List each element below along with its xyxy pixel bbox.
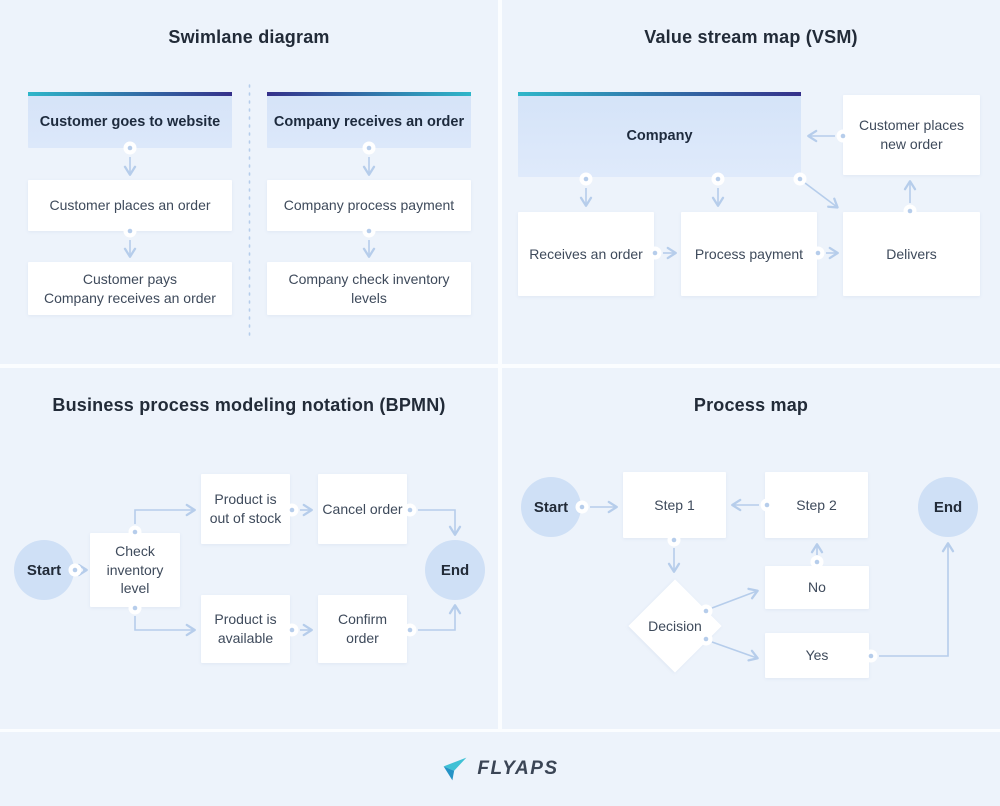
flyaps-brand-text: FLYAPS — [477, 758, 559, 779]
gradient-stripe — [28, 92, 232, 96]
process-map-quadrant: Process map Start Step 1 Step 2 Decision… — [502, 368, 1000, 729]
flyaps-logo-icon — [444, 757, 467, 781]
bpmn-title: Business process modeling notation (BPMN… — [52, 395, 446, 415]
swimlane-quadrant: Swimlane diagram Customer goes to websit… — [0, 0, 498, 364]
footer: FLYAPS — [0, 732, 1000, 806]
vsm-title: Value stream map (VSM) — [644, 27, 858, 47]
lane2-header-label: Company receives an order — [273, 113, 465, 130]
vsm-quadrant: Value stream map (VSM) Company Customer … — [502, 0, 1000, 364]
bpmn-out-of-stock-box: Product is out of stock — [201, 474, 290, 544]
gradient-stripe — [267, 92, 471, 96]
swimlane-step-box: Company process payment — [267, 180, 471, 231]
process-end-circle: End — [918, 477, 978, 537]
vsm-receives-box: Receives an order — [518, 212, 654, 296]
vsm-company-label: Company — [626, 128, 693, 144]
process-decision-label: Decision — [648, 618, 702, 634]
bpmn-available-box: Product is available — [201, 595, 290, 663]
process-no-box: No — [765, 566, 869, 609]
process-map-title: Process map — [693, 395, 809, 415]
bpmn-check-box: Check inventory level — [90, 533, 180, 607]
swimlane-step-box: Customer pays Company receives an order — [28, 262, 232, 315]
vsm-connectors — [579, 129, 917, 260]
bpmn-cancel-box: Cancel order — [318, 474, 407, 544]
process-start-circle: Start — [521, 477, 581, 537]
bpmn-start-circle: Start — [14, 540, 74, 600]
swimlane-step-box: Company check inventory levels — [267, 262, 471, 315]
swimlane-lane1-header: Customer goes to website — [28, 92, 232, 148]
vsm-delivers-box: Delivers — [843, 212, 980, 296]
process-yes-box: Yes — [765, 633, 869, 678]
vsm-company-box: Company — [518, 92, 801, 177]
lane1-header-label: Customer goes to website — [39, 113, 221, 130]
gradient-stripe — [518, 92, 801, 96]
bpmn-quadrant: Business process modeling notation (BPMN… — [0, 368, 498, 729]
process-step1-box: Step 1 — [623, 472, 726, 538]
bpmn-confirm-box: Confirm order — [318, 595, 407, 663]
bpmn-end-circle: End — [425, 540, 485, 600]
vsm-customer-box: Customer places new order — [843, 95, 980, 175]
vsm-payment-box: Process payment — [681, 212, 817, 296]
swimlane-step-box: Customer places an order — [28, 180, 232, 231]
bpmn-connectors — [68, 503, 462, 637]
process-step2-box: Step 2 — [765, 472, 868, 538]
process-map-connectors — [575, 498, 955, 663]
swimlane-lane2-header: Company receives an order — [267, 92, 471, 148]
swimlane-title: Swimlane diagram — [168, 27, 330, 47]
